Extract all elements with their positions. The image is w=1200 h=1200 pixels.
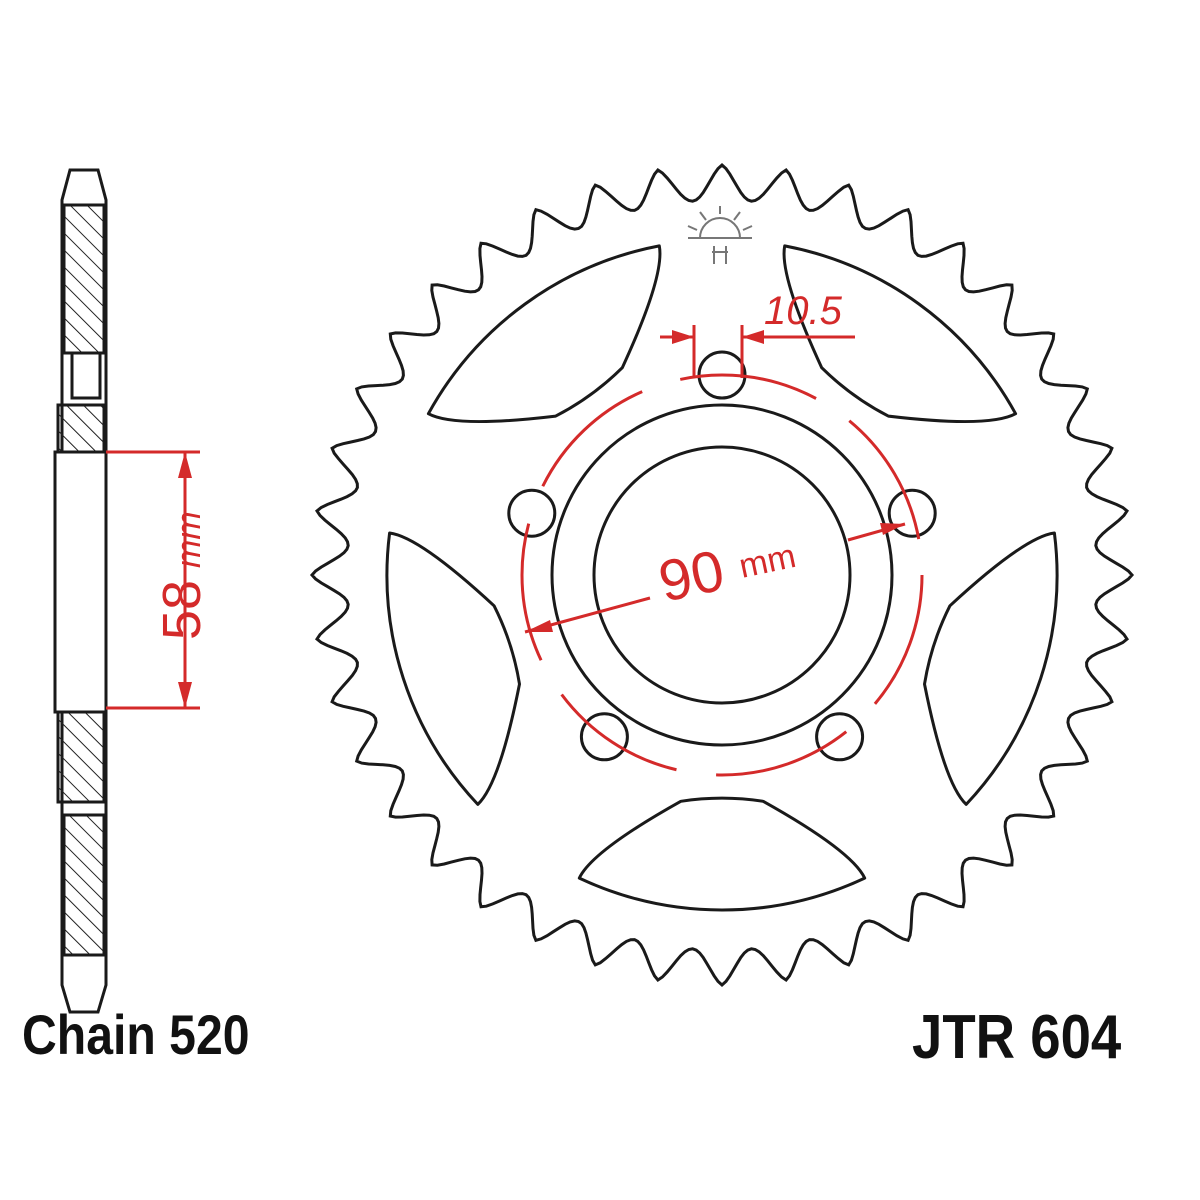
hatch-bottom — [62, 813, 106, 957]
hatch-upper-hub — [56, 403, 106, 454]
hub-inner-ring — [592, 445, 852, 705]
hub-dimension — [106, 450, 200, 710]
bolt-hole — [815, 712, 865, 762]
hub-dimension-value: 58 — [152, 580, 212, 640]
side-profile-view — [53, 168, 108, 1014]
bolt-hole — [887, 488, 937, 538]
bolt-circle-dimension — [524, 522, 906, 634]
hatch-top — [62, 203, 106, 355]
bolt-hole-dimension-value: 10.5 — [764, 289, 843, 333]
bolt-circle-dimension-unit: mm — [736, 537, 799, 586]
bolt-circle — [520, 373, 924, 777]
hub-dimension-unit: mm — [170, 511, 208, 568]
bolt-hole — [579, 712, 629, 762]
hub-outer-ring — [550, 403, 894, 747]
bolt-circle-dimension-value: 90 — [653, 538, 730, 615]
bolt-holes — [507, 350, 937, 762]
profile-notch — [70, 351, 102, 400]
chain-size-label: Chain 520 — [22, 1003, 250, 1066]
tooth-outline — [309, 162, 1135, 988]
lightening-window — [577, 796, 867, 912]
part-number-label: JTR 604 — [912, 1003, 1122, 1072]
lightening-window — [923, 531, 1059, 806]
bolt-hole-dimension — [660, 325, 855, 378]
hatch-lower-hub — [56, 710, 106, 804]
lightening-windows — [385, 244, 1059, 912]
lightening-window — [426, 244, 662, 424]
lightening-window — [782, 244, 1018, 424]
manufacturer-logo-icon — [687, 206, 753, 264]
lightening-window — [385, 531, 521, 806]
bolt-hole — [507, 488, 557, 538]
